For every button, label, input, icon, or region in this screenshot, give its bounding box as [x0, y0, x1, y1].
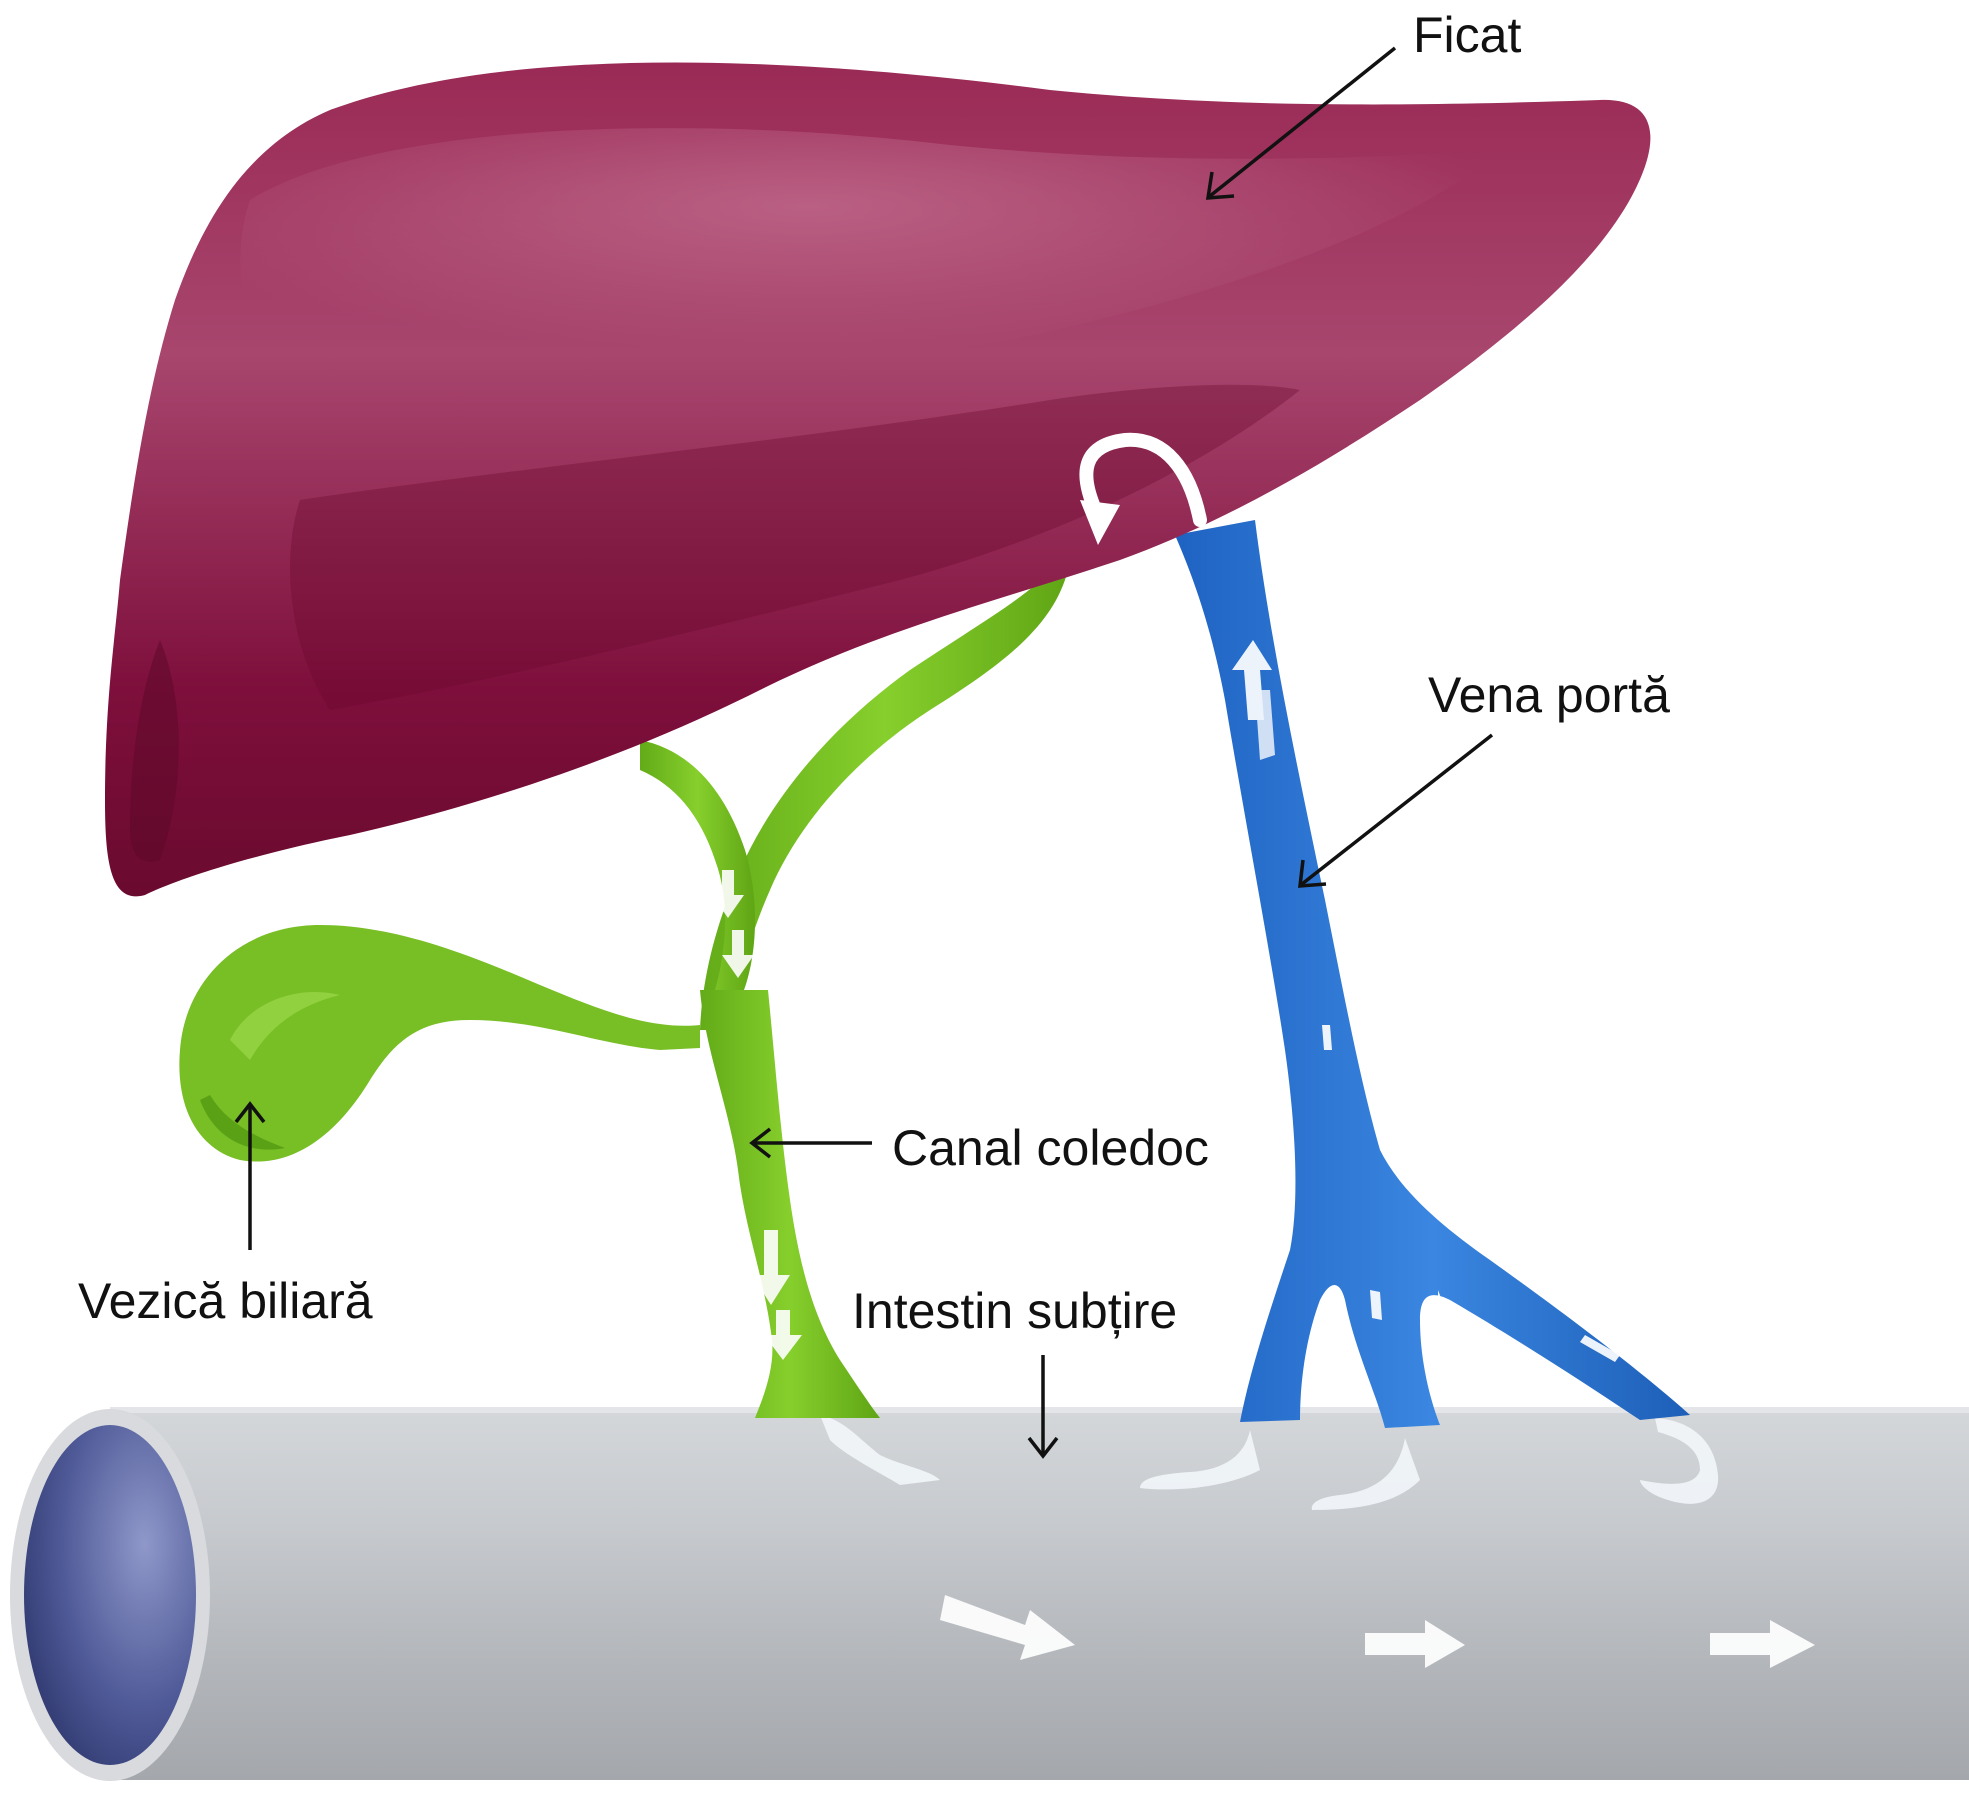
common-bile-duct: [700, 990, 880, 1418]
intestine-tube: [110, 1410, 1969, 1780]
label-small-intestine-text: Intestin subțire: [852, 1283, 1177, 1339]
leader-gallbladder-arrowhead: [234, 1101, 266, 1124]
portal-vein: [1175, 520, 1690, 1428]
liver: [105, 62, 1651, 897]
leader-liver: [1208, 46, 1397, 198]
bile-arrow-2: [722, 930, 754, 978]
liver-lower-lobe-shadow: [290, 384, 1300, 710]
liver-highlight: [240, 128, 1501, 391]
gallbladder: [179, 925, 701, 1162]
bile-arrow-1: [712, 870, 744, 918]
hilum-circulation-arrow: [1079, 432, 1207, 527]
leader-portal-vein-arrowhead: [1298, 859, 1327, 888]
hepatic-duct-left: [640, 740, 756, 1000]
biliary-system: [179, 558, 1070, 1418]
splash-bile: [820, 1415, 940, 1485]
label-ficat: Ficat: [1205, 7, 1521, 200]
hepatic-duct-right: [700, 558, 1070, 1030]
leader-bile-duct-arrowhead: [749, 1127, 772, 1159]
vein-streak-3: [1370, 1290, 1382, 1320]
flow-arrow-2: [1365, 1620, 1465, 1668]
bile-arrow-4: [764, 1310, 802, 1360]
splash-vein-1: [1140, 1430, 1260, 1490]
vein-streak-4: [1580, 1335, 1620, 1362]
portal-vein-trunk: [1175, 520, 1690, 1428]
intestine-lumen: [24, 1425, 196, 1765]
label-portal-vein-text: Vena portă: [1428, 667, 1670, 723]
small-intestine: [10, 1407, 1969, 1781]
label-bile-duct-text: Canal coledoc: [892, 1120, 1209, 1176]
flow-arrow-1: [940, 1595, 1075, 1660]
junction-splashes: [820, 1415, 1719, 1510]
label-vena-porta: Vena portă: [1298, 667, 1670, 888]
label-canal-coledoc: Canal coledoc: [749, 1120, 1209, 1176]
vein-flow-arrows: [1232, 640, 1620, 1362]
leader-portal-vein: [1300, 733, 1494, 886]
splash-vein-2: [1311, 1438, 1420, 1510]
gallbladder-shadow: [200, 1095, 285, 1150]
splash-vein-3: [1640, 1418, 1719, 1504]
label-vezica-biliara: Vezică biliară: [78, 1101, 373, 1329]
bile-arrow-3: [752, 1230, 790, 1305]
leader-liver-arrowhead: [1205, 171, 1235, 200]
vein-streak-1: [1322, 1025, 1332, 1050]
hilum-arrow-head: [1080, 500, 1120, 545]
label-gallbladder-text: Vezică biliară: [78, 1273, 373, 1329]
leader-small-intestine-arrowhead: [1027, 1436, 1059, 1459]
vein-streak-2: [1438, 1290, 1445, 1320]
bile-flow-arrows: [712, 870, 802, 1360]
flow-arrow-3: [1710, 1620, 1815, 1668]
vein-arrow-2: [1255, 690, 1275, 760]
label-liver-text: Ficat: [1413, 7, 1521, 63]
gallbladder-highlight: [230, 992, 340, 1060]
intestine-flow-arrows: [940, 1595, 1815, 1668]
label-intestin-subtire: Intestin subțire: [852, 1283, 1177, 1459]
liver-left-lobe-fold: [130, 640, 179, 862]
